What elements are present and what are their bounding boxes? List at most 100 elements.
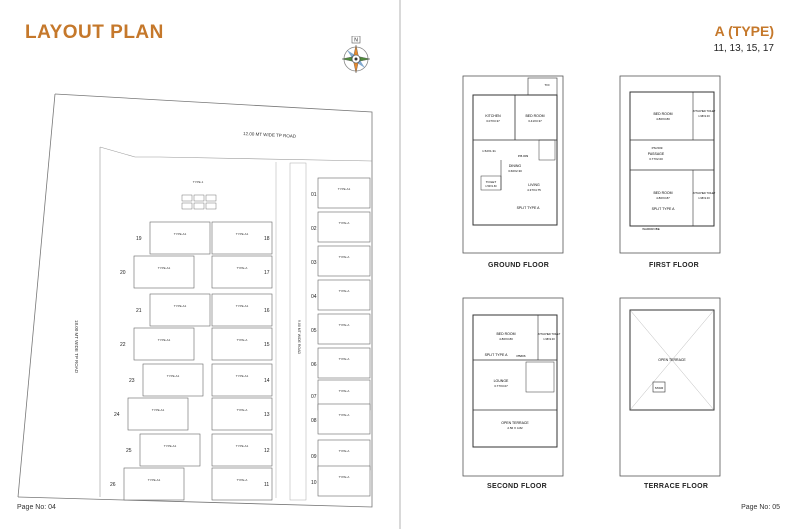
- plot-number: 23: [129, 378, 135, 384]
- left-road-label: 18.00 MT WIDE TP ROAD: [74, 320, 79, 374]
- plot-number: 24: [114, 412, 120, 418]
- plot-type-label: TYPE-A: [237, 408, 248, 412]
- svg-text:1.98X2.03: 1.98X2.03: [543, 338, 555, 341]
- plot-left-b: [211, 221, 273, 255]
- svg-text:PASSAGE: PASSAGE: [648, 152, 665, 156]
- plot-type-label: TYPE-A: [339, 357, 350, 361]
- plot-number: 09: [311, 454, 317, 460]
- plot-type-label: TYPE-A1: [158, 266, 171, 270]
- page-title: LAYOUT PLAN: [25, 22, 164, 43]
- svg-text:OPEN TERRACE: OPEN TERRACE: [658, 358, 686, 362]
- plot-number: 01: [311, 192, 317, 198]
- compass-north-label: N: [354, 38, 358, 44]
- plot-type-label: TYPE-A1: [236, 304, 249, 308]
- plot-number: 25: [126, 448, 132, 454]
- plot-number: 11: [264, 482, 269, 488]
- layout-plan-page: LAYOUT PLAN N 12.00 MT WIDE TP ROAD 18.0…: [0, 0, 399, 529]
- plot-number: 22: [120, 342, 126, 348]
- plot-type-label: TYPE-A: [339, 389, 350, 393]
- plot-type-label: TYPE-A1: [174, 304, 187, 308]
- plot-type-label: TYPE-A1: [167, 374, 180, 378]
- plot-type-label: TYPE-A1: [236, 444, 249, 448]
- svg-text:3.60X2.30: 3.60X2.30: [508, 169, 522, 173]
- svg-text:4.80X3.87: 4.80X3.87: [656, 196, 670, 200]
- svg-text:LIVING: LIVING: [528, 183, 540, 187]
- plot-number: 26: [110, 482, 116, 488]
- plot-right: [317, 403, 371, 435]
- plot-left-a: [149, 293, 211, 327]
- plot-number: 18: [264, 236, 270, 242]
- svg-text:2.56 X 4.82: 2.56 X 4.82: [507, 426, 523, 430]
- plot-type-label: TYPE-A: [339, 323, 350, 327]
- plot-number: 08: [311, 418, 317, 424]
- plot-right: [317, 347, 371, 379]
- plot-left-a: [133, 255, 195, 289]
- floor-plan-page: A (TYPE) 11, 13, 15, 17 KITCHEN 3.07X3.3…: [401, 0, 800, 529]
- svg-text:4.37X4.75: 4.37X4.75: [527, 188, 541, 192]
- svg-text:BED ROOM: BED ROOM: [653, 191, 672, 195]
- plot-left-a: [127, 397, 189, 431]
- plot-type-label: TYPE-A1: [174, 232, 187, 236]
- svg-text:3.41X3.37: 3.41X3.37: [528, 119, 542, 123]
- plot-number: 20: [120, 270, 126, 276]
- plot-type-label: TYPE-A: [237, 338, 248, 342]
- plot-right: [317, 177, 371, 209]
- plot-type-label: TYPE-A1: [148, 478, 161, 482]
- svg-text:DINING: DINING: [509, 164, 522, 168]
- plot-right: [317, 465, 371, 497]
- svg-text:TOILET: TOILET: [486, 180, 497, 184]
- plot-type-label: TYPE-A1: [338, 187, 351, 191]
- plot-right: [317, 245, 371, 277]
- svg-text:PB#06: PB#06: [516, 354, 525, 358]
- plot-left-b: [211, 397, 273, 431]
- plot-type-label: TYPE-A1: [236, 232, 249, 236]
- svg-text:ATTACHED TOILET: ATTACHED TOILET: [693, 110, 716, 113]
- svg-text:1.50X1.60: 1.50X1.60: [485, 185, 497, 188]
- svg-text:TYPE-1: TYPE-1: [193, 180, 204, 184]
- plot-number: 06: [311, 362, 317, 368]
- svg-text:4.80X3.80: 4.80X3.80: [499, 337, 513, 341]
- plot-number: 13: [264, 412, 270, 418]
- plot-left-b: [211, 363, 273, 397]
- plot-type-label: TYPE-A: [339, 255, 350, 259]
- plot-left-a: [123, 467, 185, 501]
- svg-text:SPLIT TYPE A: SPLIT TYPE A: [485, 353, 508, 357]
- plot-number: 12: [264, 448, 270, 454]
- svg-text:SPLIT TYPE A: SPLIT TYPE A: [517, 206, 540, 210]
- svg-text:BED ROOM: BED ROOM: [653, 112, 672, 116]
- unit-numbers: 11, 13, 15, 17: [713, 43, 774, 54]
- site-layout-plan: 12.00 MT WIDE TP ROAD 18.00 MT WIDE TP R…: [17, 93, 373, 508]
- svg-text:P.B.#09: P.B.#09: [518, 154, 529, 158]
- plot-type-label: TYPE-A1: [158, 338, 171, 342]
- plot-number: 05: [311, 328, 317, 334]
- svg-text:3.77X3.07: 3.77X3.07: [494, 384, 508, 388]
- plot-number: 10: [311, 480, 317, 486]
- plot-type-label: TYPE-A: [339, 413, 350, 417]
- svg-text:WARDROBE: WARDROBE: [642, 227, 660, 231]
- second-floor-label: SECOND FLOOR: [487, 483, 547, 490]
- plot-type-label: TYPE-A1: [236, 374, 249, 378]
- page-number-left: Page No: 04: [17, 504, 56, 511]
- plot-type-label: TYPE-A: [339, 449, 350, 453]
- plot-left-a: [139, 433, 201, 467]
- plot-type-label: TYPE-A: [339, 475, 350, 479]
- plot-number: 17: [264, 270, 270, 276]
- plot-number: 21: [136, 308, 142, 314]
- svg-text:KITCHEN: KITCHEN: [485, 114, 501, 118]
- plot-left-b: [211, 255, 273, 289]
- terrace-floor-label: TERRACE FLOOR: [644, 483, 709, 490]
- svg-text:LOUNGE: LOUNGE: [494, 379, 509, 383]
- svg-text:BED ROOM: BED ROOM: [525, 114, 544, 118]
- plot-type-label: TYPE-A: [237, 478, 248, 482]
- plot-left-b: [211, 327, 273, 361]
- plot-number: 04: [311, 294, 317, 300]
- svg-text:3.07X3.37: 3.07X3.37: [486, 119, 500, 123]
- plot-left-b: [211, 433, 273, 467]
- terrace-floor-plan: OPEN TERRACE STAIR: [619, 297, 721, 477]
- plot-number: 19: [136, 236, 142, 242]
- svg-text:OPEN TERRACE: OPEN TERRACE: [501, 421, 529, 425]
- plot-left-a: [142, 363, 204, 397]
- plot-left-a: [133, 327, 195, 361]
- plot-type-label: TYPE-A: [339, 221, 350, 225]
